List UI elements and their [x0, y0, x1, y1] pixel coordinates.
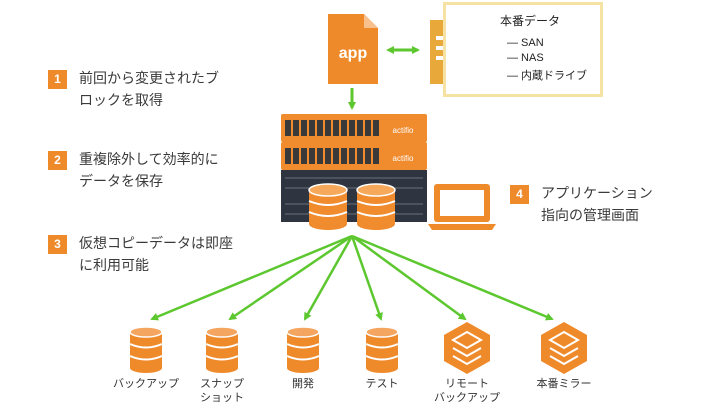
target-label-line: スナップ	[200, 378, 244, 390]
target-label-backup: バックアップ	[96, 377, 196, 391]
server-brand-label-2: actifio	[393, 154, 414, 163]
target-label-snapshot: スナップ ショット	[182, 377, 262, 405]
dedupe-database-icon-1	[308, 183, 348, 230]
app-file-label: app	[339, 45, 368, 62]
fanout-arrows	[150, 234, 554, 321]
step-2: 2 重複除外して効率的に データを保存	[48, 148, 219, 192]
production-data-item-san: — SAN	[507, 37, 544, 49]
server-brand-label-1: actifio	[393, 126, 414, 135]
arrow-to-test	[350, 235, 383, 321]
dedupe-database-icon-2	[356, 183, 396, 230]
step-line: 仮想コピーデータは即座	[79, 235, 233, 251]
step-line: 前回から変更されたブ	[79, 70, 219, 86]
target-label-line: 本番ミラー	[536, 378, 592, 390]
target-label-line: リモート	[445, 378, 489, 390]
step-line: に利用可能	[79, 257, 149, 273]
arrow-to-prod-mirror	[351, 234, 554, 321]
step-number-badge: 2	[48, 151, 67, 170]
arrow-to-snapshot	[228, 234, 353, 321]
step-line: アプリケーション	[541, 185, 653, 201]
target-label-dev: 開発	[273, 377, 333, 391]
step-number-badge: 4	[510, 185, 529, 204]
target-remote-backup-cube-icon	[444, 322, 490, 374]
arrow-to-backup	[150, 234, 353, 321]
step-text: アプリケーション 指向の管理画面	[541, 182, 653, 226]
step-text: 重複除外して効率的に データを保存	[79, 148, 219, 192]
target-label-line: テスト	[365, 378, 399, 390]
step-3: 3 仮想コピーデータは即座 に利用可能	[48, 232, 233, 276]
arrow-to-dev	[303, 235, 354, 321]
step-line: データを保存	[79, 173, 163, 189]
production-data-item-internal-drive: — 内蔵ドライブ	[507, 70, 588, 82]
production-data-box	[443, 2, 603, 97]
step-text: 前回から変更されたブ ロックを取得	[79, 67, 219, 111]
actifio-server-stack: actifio actifio	[281, 114, 427, 222]
target-prod-mirror-cube-icon	[541, 322, 587, 374]
target-backup-database-icon	[129, 326, 163, 373]
app-file-icon: app	[328, 14, 378, 84]
step-line: ロックを取得	[79, 92, 163, 108]
step-number-badge: 1	[48, 70, 67, 89]
step-number-badge: 3	[48, 235, 67, 254]
step-1: 1 前回から変更されたブ ロックを取得	[48, 67, 219, 111]
step-line: 指向の管理画面	[541, 207, 639, 223]
laptop-icon	[428, 184, 496, 230]
step-text: 仮想コピーデータは即座 に利用可能	[79, 232, 233, 276]
target-label-remote-backup: リモート バックアップ	[422, 377, 512, 405]
arrow-to-remote-backup	[351, 234, 467, 321]
target-dev-database-icon	[286, 326, 320, 373]
step-line: 重複除外して効率的に	[79, 151, 219, 167]
production-data-title: 本番データ	[500, 14, 561, 28]
target-label-line: バックアップ	[434, 392, 500, 404]
target-label-test: テスト	[352, 377, 412, 391]
target-test-database-icon	[365, 326, 399, 373]
target-label-prod-mirror: 本番ミラー	[519, 377, 609, 391]
target-label-line: バックアップ	[113, 378, 179, 390]
target-label-line: 開発	[292, 378, 314, 390]
target-label-line: ショット	[200, 392, 244, 404]
target-snapshot-database-icon	[205, 326, 239, 373]
step-4: 4 アプリケーション 指向の管理画面	[510, 182, 653, 226]
production-data-item-nas: — NAS	[507, 52, 544, 64]
